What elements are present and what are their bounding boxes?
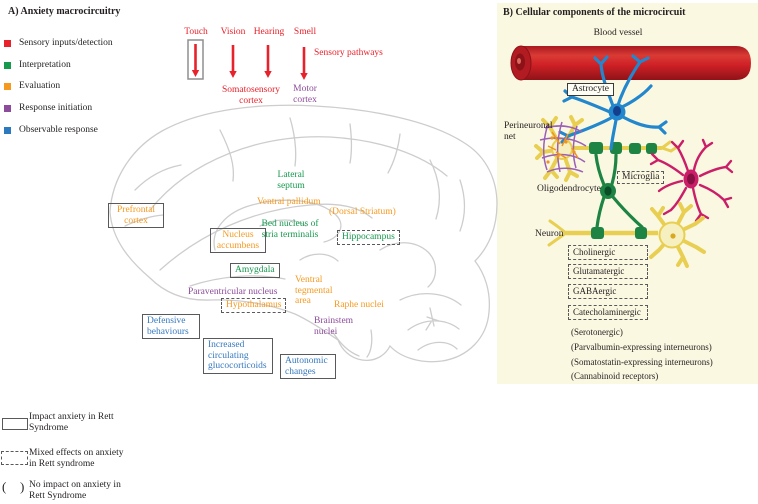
neuron-type-catecholaminergic: Catecholaminergic — [568, 305, 648, 320]
legend-label: Evaluation — [19, 81, 61, 91]
legend-label: Observable response — [19, 125, 98, 135]
region-hippocampus: Hippocampus — [337, 230, 400, 245]
panel-b-title: B) Cellular components of the microcircu… — [503, 7, 686, 18]
sensory-arrowheads — [191, 70, 308, 80]
output-autonomic-changes: Autonomic changes — [280, 354, 336, 379]
legend-swatch-purple — [4, 104, 11, 112]
label-perineuronal-net: Perineuronal net — [504, 121, 553, 142]
legend-item: Observable response — [4, 125, 98, 135]
neuron-type-cholinergic: Cholinergic — [568, 245, 648, 260]
legend-swatch-green — [4, 61, 11, 69]
region-amygdala: Amygdala — [230, 263, 280, 278]
legend-mixed-label: Mixed effects on anxiety in Rett syndrom… — [29, 448, 124, 469]
region-brainstem-nuclei: Brainstem nuclei — [314, 316, 354, 337]
region-ventral-pallidum: Ventral pallidum — [257, 197, 321, 207]
legend-label: Response initiation — [19, 103, 93, 113]
label-smell: Smell — [293, 27, 317, 37]
label-motor-cortex: Motor cortex — [293, 84, 317, 105]
label-blood-vessel: Blood vessel — [593, 28, 643, 38]
close-paren-icon: ) — [20, 479, 25, 494]
neuron-type-cannabinoid: (Cannabinoid receptors) — [571, 371, 659, 381]
region-nucleus-accumbens: Nucleus accumbens — [210, 228, 266, 253]
label-microglia: Microglia — [617, 171, 665, 184]
region-raphe-nuclei: Raphe nuclei — [334, 300, 384, 310]
region-lateral-septum: Lateral septum — [277, 170, 305, 191]
solid-box-icon — [2, 418, 28, 430]
label-hearing: Hearing — [253, 27, 285, 37]
legend-swatch-blue — [4, 126, 11, 134]
neuron-type-glutamatergic: Glutamatergic — [568, 264, 648, 279]
neuron-type-gabaergic: GABAergic — [568, 284, 648, 299]
legend-label: Sensory inputs/detection — [19, 38, 113, 48]
neuron-type-parvalbumin: (Parvalbumin-expressing interneurons) — [571, 342, 712, 352]
open-paren-icon: ( — [2, 479, 7, 494]
output-defensive-behaviours: Defensive behaviours — [142, 314, 200, 339]
legend-item: Evaluation — [4, 81, 60, 91]
region-bed-nucleus-stria-terminalis: Bed nucleus of stria terminalis — [261, 219, 319, 240]
legend-no-impact-label: No impact on anxiety in Rett Syndrome — [29, 480, 121, 501]
region-hypothalamus: Hypothalamus — [221, 298, 287, 313]
legend-item: Response initiation — [4, 103, 92, 113]
region-prefrontal-cortex: Prefrontal cortex — [108, 203, 164, 228]
legend-impact-label: Impact anxiety in Rett Syndrome — [29, 412, 114, 433]
sensory-arrows — [194, 44, 306, 73]
label-oligodendrocyte: Oligodendrocyte — [537, 184, 601, 194]
output-increased-glucocorticoids: Increased circulating glucocorticoids — [203, 338, 273, 374]
label-touch: Touch — [184, 27, 208, 37]
label-somatosensory-cortex: Somatosensory cortex — [221, 85, 281, 106]
legend-swatch-red — [4, 39, 11, 47]
touch-impact-box — [187, 39, 204, 80]
region-ventral-tegmental-area: Ventral tegmental area — [295, 275, 333, 306]
region-dorsal-striatum: (Dorsal Striatum) — [329, 207, 396, 217]
dashed-box-icon — [1, 451, 28, 465]
region-paraventricular-nucleus: Paraventricular nucleus — [188, 287, 278, 297]
label-vision: Vision — [220, 27, 246, 37]
panel-a-title: A) Anxiety macrocircuitry — [8, 6, 121, 17]
label-neuron: Neuron — [535, 229, 564, 239]
legend-item: Interpretation — [4, 60, 71, 70]
label-sensory-pathways: Sensory pathways — [314, 48, 383, 58]
legend-item: Sensory inputs/detection — [4, 38, 113, 48]
label-astrocyte: Astrocyte — [567, 83, 614, 96]
neuron-type-serotonergic: (Serotonergic) — [571, 327, 623, 337]
legend-swatch-orange — [4, 82, 11, 90]
neuron-type-somatostatin: (Somatostatin-expressing interneurons) — [571, 357, 713, 367]
legend-label: Interpretation — [19, 60, 71, 70]
